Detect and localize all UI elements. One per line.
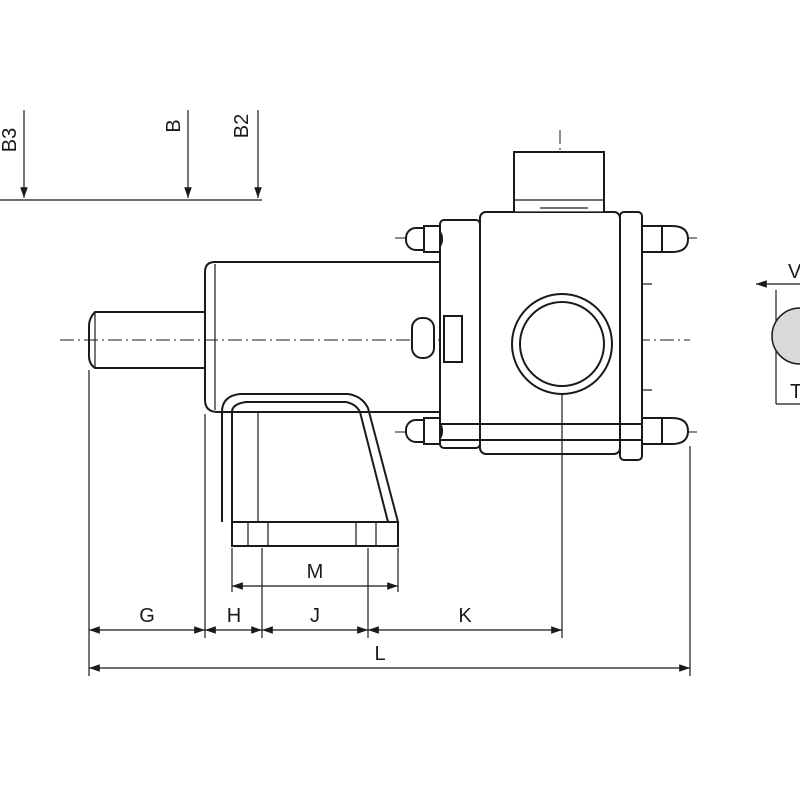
top-b-dimensions: B3 B B2: [0, 110, 262, 201]
dim-label-j: J: [310, 605, 320, 627]
dim-label-l: L: [374, 643, 385, 665]
dim-label-v: V: [788, 261, 800, 283]
dimension-m: M: [232, 561, 398, 590]
pump-casing: [439, 151, 652, 461]
dimension-chain: G H J K: [89, 605, 562, 634]
tie-bolts: [405, 225, 690, 445]
dim-label-b: B: [163, 119, 185, 132]
dim-label-g: G: [139, 605, 155, 627]
dimension-l: L: [89, 643, 690, 672]
extension-lines: [88, 370, 691, 676]
dim-label-h: H: [227, 605, 241, 627]
shaft: [88, 311, 205, 369]
bearing-housing: [204, 261, 440, 413]
dim-label-t: T: [790, 381, 800, 403]
dim-label-b3: B3: [0, 128, 21, 152]
dim-label-b2: B2: [231, 114, 253, 138]
dim-label-k: K: [458, 605, 472, 627]
dim-label-m: M: [307, 561, 324, 583]
support-foot: [221, 393, 399, 547]
shaft-end-view: V T: [756, 261, 800, 405]
